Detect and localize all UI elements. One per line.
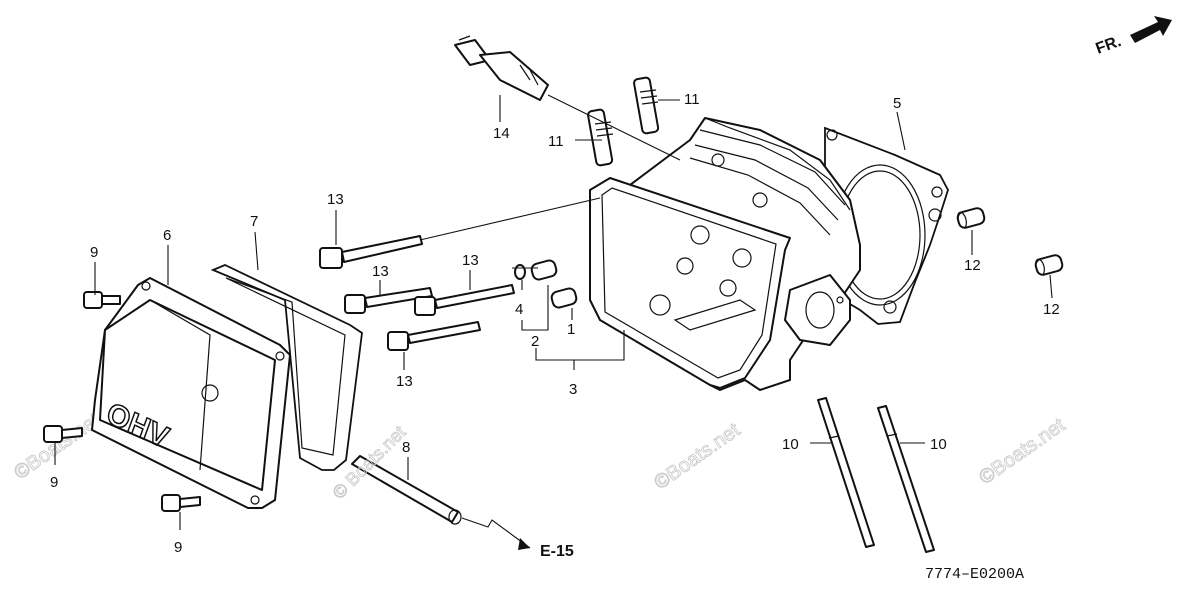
cylinder-head [589,117,861,391]
o-ring-4 [514,264,526,280]
label-13-c: 13 [462,252,479,269]
push-rod-10-b [877,405,935,553]
label-11-upper: 11 [684,91,700,108]
bolt-9-a [83,291,121,309]
label-11-lower: 11 [548,133,564,150]
leader-lines [54,94,1053,550]
label-1: 1 [567,321,575,338]
dowel-pin-12-a [956,207,986,229]
label-3: 3 [569,381,577,398]
spark-plug [454,35,549,101]
label-10-a: 10 [782,436,799,453]
dowel-pin-12-b [1034,254,1064,276]
head-cover: OHV [91,277,291,509]
breather-tube [351,455,462,525]
label-7: 7 [250,213,258,230]
dowel-2 [530,259,558,281]
stud-11-upper [633,76,660,135]
bolt-13-a [319,235,423,269]
label-9-b: 9 [50,474,58,491]
head-cover-gasket [210,264,363,471]
watermark-left: ©Boats.net [10,409,104,484]
front-arrow-icon [1130,16,1172,43]
watermark-center: ©Boats.net [650,419,744,494]
stud-11-lower [587,108,614,167]
label-8: 8 [402,439,410,456]
reference-e15: E-15 [540,543,574,560]
label-9-c: 9 [174,539,182,556]
push-rod-10-a [817,397,875,548]
label-12-a: 12 [964,257,981,274]
label-12-b: 12 [1043,301,1060,318]
label-13-b: 13 [372,263,389,280]
bolt-13-b [344,287,433,314]
diagram-code: 7774–E0200A [925,566,1024,583]
bolt-13-d [387,321,481,351]
dowel-1 [550,287,578,309]
label-2: 2 [531,333,539,350]
label-10-b: 10 [930,436,947,453]
label-14: 14 [493,125,510,142]
label-13-d: 13 [396,373,413,390]
bolt-13-c [414,284,515,316]
label-6: 6 [163,227,171,244]
watermark-right: ©Boats.net [975,414,1069,489]
label-5: 5 [893,95,901,112]
bolt-9-c [161,494,201,512]
label-13-a: 13 [327,191,344,208]
bolt-9-b [43,425,83,443]
label-4: 4 [515,301,523,318]
front-label: FR. [1094,33,1124,58]
label-9-a: 9 [90,244,98,261]
